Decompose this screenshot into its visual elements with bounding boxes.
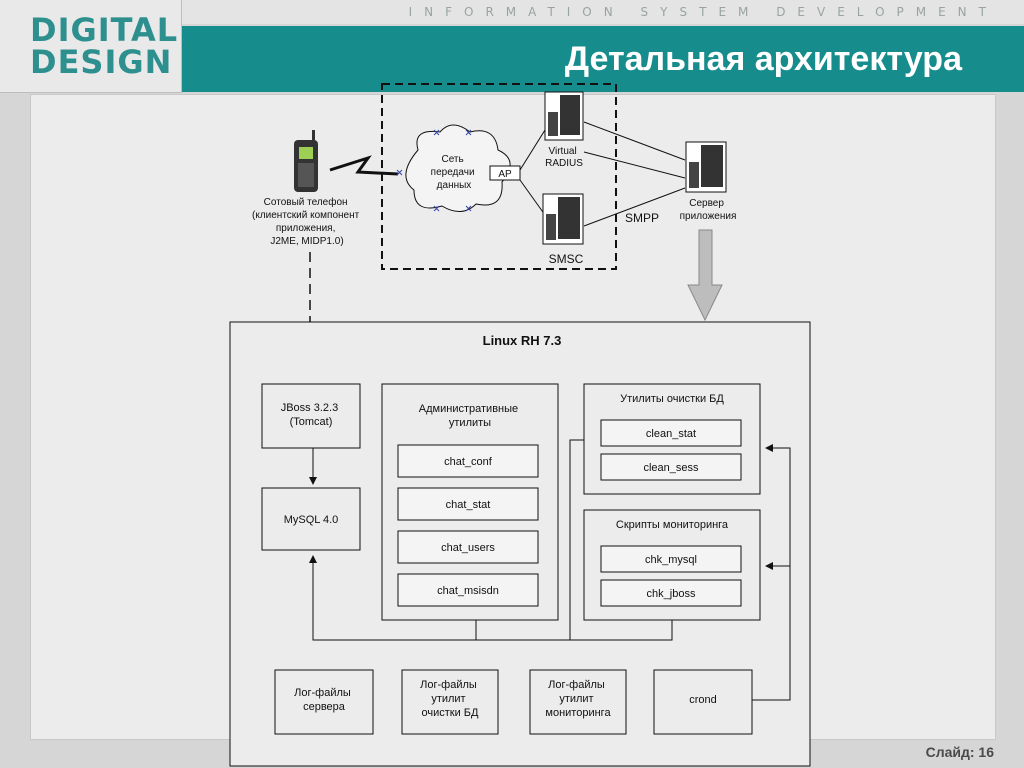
admin-item: chat_stat [446,499,491,511]
linux-title: Linux RH 7.3 [483,333,562,348]
admin-item: chat_msisdn [437,585,499,597]
app-server-label: Сервер приложения [680,198,737,222]
logo: DIGITAL DESIGN [0,0,182,93]
ap-label: AP [498,169,512,180]
cleanup-logs-box [401,669,499,735]
mysql-box [261,487,361,551]
smpp-label: SMPP [625,211,659,225]
mysql-label: MySQL 4.0 [284,514,339,526]
monitoring-logs-box [529,669,627,735]
monitoring-item-box [600,545,742,573]
admin-title: Административные утилиты [419,403,521,429]
network-links [519,121,686,227]
ap-box [489,165,521,181]
crond-label: crond [689,694,717,706]
down-arrow-icon [687,229,723,322]
admin-item: chat_conf [444,456,493,468]
smsc-label: SMSC [549,252,584,266]
tagline: INFORMATION SYSTEM DEVELOPMENT [408,5,998,19]
monitoring-item: chk_mysql [645,554,697,566]
radius-label: Virtual RADIUS [545,146,583,169]
cloud-nodes [396,129,472,212]
logo-line-2: DESIGN [30,43,173,81]
network-label: Сеть передачи данных [431,154,478,191]
server-logs-box [274,669,374,735]
cleanup-title: Утилиты очистки БД [620,393,724,405]
cleanup-item: clean_stat [646,428,696,440]
wireless-link [329,155,399,176]
tagline-band: INFORMATION SYSTEM DEVELOPMENT [182,0,1024,24]
slide-title: Детальная архитектура [564,40,962,78]
jboss-box [261,383,361,449]
monitoring-item-box [600,579,742,607]
phone-label: Сотовый телефон (клиентский компонент пр… [252,196,362,247]
network-cloud-icon [405,124,511,212]
cleanup-item-box [600,419,742,447]
network-boundary [381,83,617,270]
monitoring-logs-label: Лог-файлы утилит мониторинга [545,679,611,719]
title-bar: Детальная архитектура [182,26,1024,92]
cleanup-item: clean_sess [643,462,699,474]
logo-line-1: DIGITAL [30,11,179,49]
radius-server-icon [544,91,584,141]
admin-items: chat_conf chat_stat chat_users chat_msis… [397,444,539,607]
admin-item: chat_users [441,542,495,554]
jboss-label: JBoss 3.2.3 (Tomcat) [281,402,342,428]
slide-number: Слайд: 16 [925,744,994,760]
crond-box [653,669,753,735]
cleanup-item-box [600,453,742,481]
monitoring-item: chk_jboss [647,588,696,600]
smsc-server-icon [542,193,584,245]
app-server-icon [685,141,727,193]
cleanup-logs-label: Лог-файлы утилит очистки БД [420,679,480,719]
server-logs-label: Лог-файлы сервера [294,687,354,713]
monitoring-title: Скрипты мониторинга [616,519,729,531]
cell-phone-icon [294,130,318,192]
